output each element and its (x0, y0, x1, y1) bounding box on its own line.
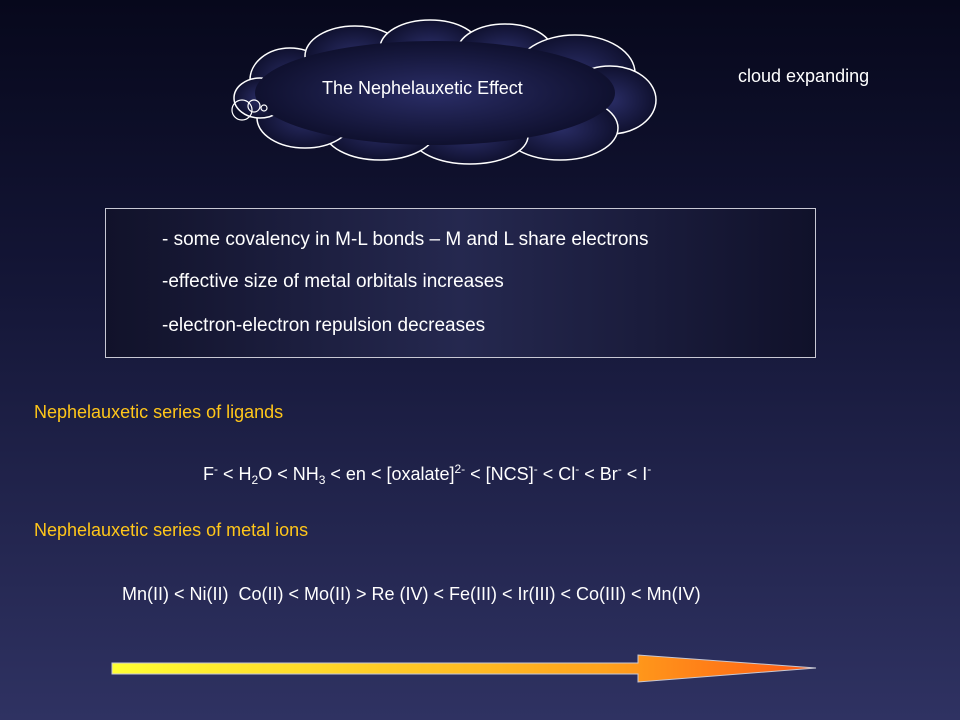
charge: - (533, 462, 538, 476)
covalency-box: - some covalency in M-L bonds – M and L … (105, 208, 816, 358)
bullet-repulsion: -electron-electron repulsion decreases (162, 315, 486, 336)
ligand-ncs: < [NCS] (465, 464, 534, 484)
subscript: 3 (318, 473, 326, 487)
cloud-expanding-label: cloud expanding (738, 66, 870, 86)
ligand-series-heading: Nephelauxetic series of ligands (34, 402, 284, 422)
ligand-i: < I (621, 464, 648, 484)
charge: - (617, 462, 622, 476)
ligand-oxalate: < en < [oxalate] (325, 464, 455, 484)
ligand-cl: < Cl (537, 464, 576, 484)
ligand-nh3: O < NH (258, 464, 319, 484)
charge: 2- (454, 462, 466, 476)
charge: - (647, 462, 652, 476)
metal-series-heading: Nephelauxetic series of metal ions (34, 520, 309, 540)
bullet-orbital-size: -effective size of metal orbitals increa… (162, 271, 504, 292)
cloud-shape (220, 18, 660, 168)
charge: - (214, 462, 218, 476)
ligand-f: F (203, 464, 214, 484)
subscript: 2 (251, 473, 259, 487)
metal-ion-series: Mn(II) < Ni(II) Co(II) < Mo(II) > Re (IV… (122, 584, 701, 604)
bullet-covalency: - some covalency in M-L bonds – M and L … (162, 229, 649, 250)
ligand-series: F- < H2O < NH3 < en < [oxalate]2- < [NCS… (203, 462, 651, 487)
charge: - (575, 462, 580, 476)
slide-title: The Nephelauxetic Effect (322, 78, 523, 98)
ligand-br: < Br (579, 464, 618, 484)
increasing-effect-arrow (110, 652, 822, 691)
ligand-h2o: < H (218, 464, 252, 484)
